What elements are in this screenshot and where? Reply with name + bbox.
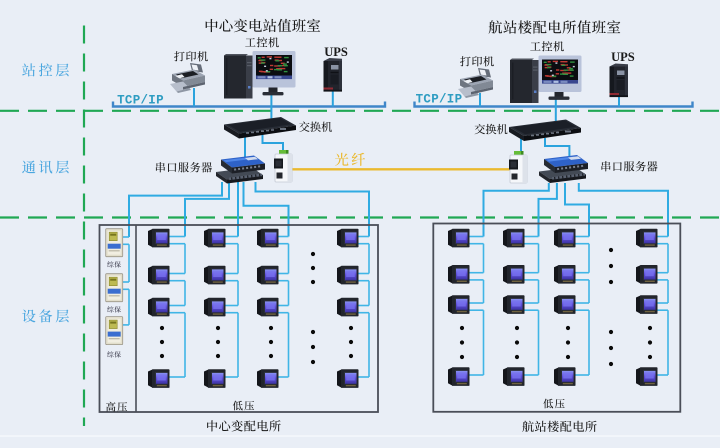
svg-text:TCP/IP: TCP/IP — [416, 93, 463, 107]
svg-text:UPS: UPS — [324, 45, 348, 59]
svg-text:UPS: UPS — [611, 50, 635, 64]
svg-text:TCP/IP: TCP/IP — [117, 93, 164, 107]
